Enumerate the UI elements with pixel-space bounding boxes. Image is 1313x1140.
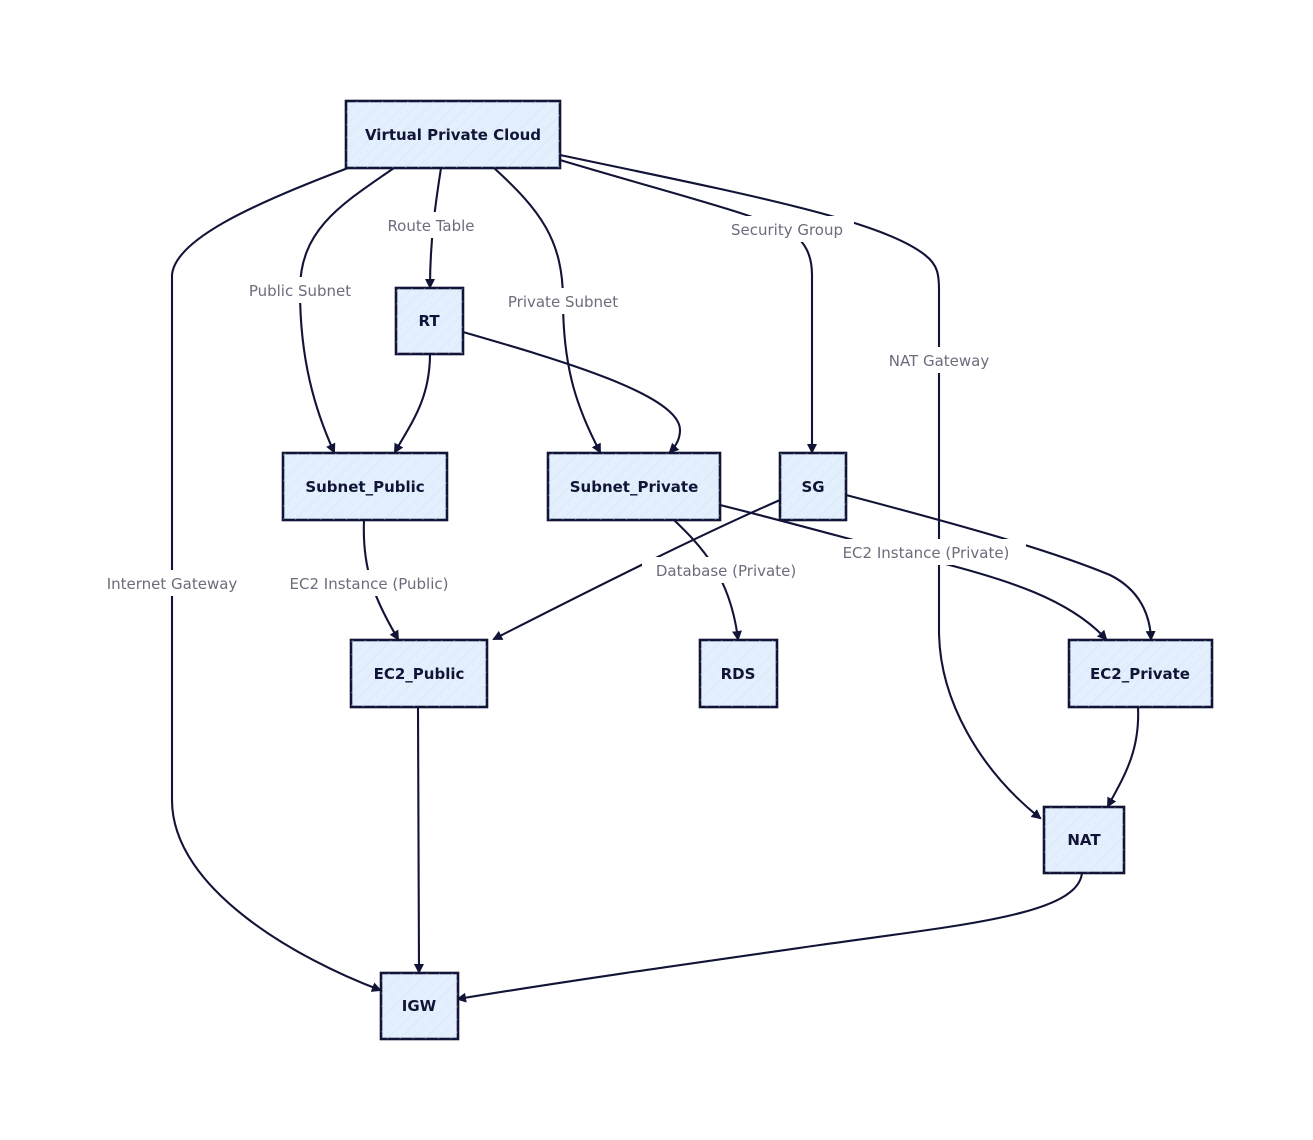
node-label-subnet-private: Subnet_Private — [570, 478, 699, 496]
edge-label-ec2-instance-public: EC2 Instance (Public) — [290, 575, 449, 593]
edge-label-nat-gateway: NAT Gateway — [889, 352, 990, 370]
edge-label-ec2-instance-private: EC2 Instance (Private) — [843, 544, 1010, 562]
edge-label-database-private: Database (Private) — [656, 562, 796, 580]
edge-vpc-nat — [558, 153, 1042, 820]
node-label-vpc: Virtual Private Cloud — [365, 126, 541, 144]
node-rt[interactable]: RT — [394, 286, 465, 356]
edge-ec2-private-nat — [1106, 705, 1140, 808]
edge-label-internet-gateway: Internet Gateway — [107, 575, 238, 593]
edge-ec2-public-igw — [413, 705, 424, 974]
edge-labels: Route Table Public Subnet Private Subnet… — [94, 212, 1026, 596]
node-label-rds: RDS — [721, 665, 756, 683]
edge-rt-subnet-private — [461, 330, 682, 454]
node-vpc[interactable]: Virtual Private Cloud — [344, 99, 562, 170]
node-ec2-private[interactable]: EC2_Private — [1067, 638, 1214, 709]
node-subnet-public[interactable]: Subnet_Public — [281, 451, 449, 522]
node-ec2-public[interactable]: EC2_Public — [349, 638, 489, 709]
node-igw[interactable]: IGW — [379, 971, 460, 1041]
node-label-igw: IGW — [402, 997, 437, 1015]
node-nat[interactable]: NAT — [1042, 805, 1126, 875]
edge-nat-igw — [456, 870, 1084, 1003]
node-label-rt: RT — [418, 312, 440, 330]
node-subnet-private[interactable]: Subnet_Private — [546, 451, 722, 522]
edge-rt-subnet-public — [393, 352, 432, 454]
edge-label-route-table: Route Table — [387, 217, 474, 235]
node-rds[interactable]: RDS — [698, 638, 779, 709]
edge-label-security-group: Security Group — [731, 221, 843, 239]
edge-label-public-subnet: Public Subnet — [249, 282, 351, 300]
edges — [170, 153, 1156, 1003]
node-label-ec2-public: EC2_Public — [374, 665, 465, 683]
node-label-sg: SG — [801, 478, 824, 496]
edge-sg-ec2-private — [844, 493, 1156, 641]
node-label-subnet-public: Subnet_Public — [305, 478, 424, 496]
nodes: Virtual Private Cloud RT Subnet_Public S… — [281, 99, 1214, 1041]
edge-label-private-subnet: Private Subnet — [508, 293, 618, 311]
edge-vpc-subnet-public — [298, 166, 396, 454]
node-label-nat: NAT — [1067, 831, 1101, 849]
node-sg[interactable]: SG — [778, 451, 848, 522]
node-label-ec2-private: EC2_Private — [1090, 665, 1190, 683]
edge-vpc-igw — [170, 166, 382, 992]
